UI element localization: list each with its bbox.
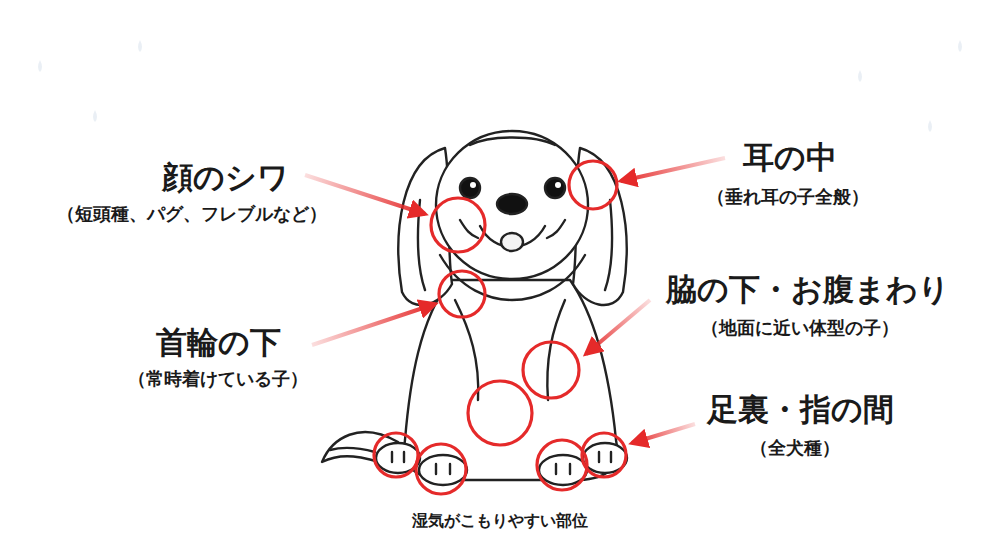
leader-arrows (305, 158, 725, 443)
callout-note: （垂れ耳の子全般） (707, 186, 869, 208)
callout-note: （地面に近い体型の子） (701, 317, 899, 339)
dog-paw (419, 455, 467, 485)
callout-note: （常時着けている子） (128, 368, 308, 390)
callout-title: 首輪の下 (156, 324, 281, 361)
callout-title: 脇の下・お腹まわり (666, 271, 950, 308)
caption: 湿気がこもりやすい部位 (412, 511, 588, 530)
dog (322, 131, 627, 485)
rain-drops (38, 40, 962, 132)
dog-head (436, 131, 588, 279)
callout-note: （短頭種、パグ、フレブルなど） (57, 203, 327, 225)
callout-title: 耳の中 (743, 139, 837, 176)
callout-title: 足裏・指の間 (707, 391, 894, 428)
callout-title: 顔のシワ (162, 159, 289, 196)
callout-note: （全犬種） (750, 437, 840, 459)
